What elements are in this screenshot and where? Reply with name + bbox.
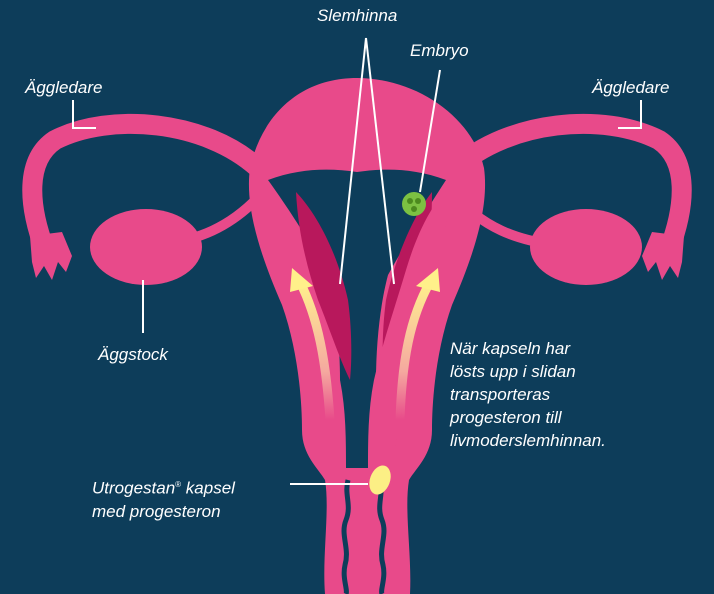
note-line: När kapseln har (450, 337, 606, 360)
note-line: transporteras (450, 383, 606, 406)
label-fallopian-tube-right: Äggledare (592, 77, 670, 99)
embryo-icon (402, 192, 426, 216)
label-capsule-word: kapsel (181, 479, 235, 498)
note-line: livmoderslemhinnan. (450, 429, 606, 452)
ovary-right (530, 209, 642, 285)
label-fallopian-tube-left: Äggledare (25, 77, 103, 99)
label-mucosa: Slemhinna (317, 5, 397, 27)
fimbria-right (642, 232, 684, 280)
label-capsule-brand: Utrogestan (92, 479, 175, 498)
fimbria-left (30, 232, 72, 280)
note-line: lösts upp i slidan (450, 360, 606, 383)
label-capsule-line-2: med progesteron (92, 500, 235, 523)
label-capsule-line-1: Utrogestan® kapsel (92, 473, 235, 500)
ovary-left (90, 209, 202, 285)
label-ovary: Äggstock (98, 344, 168, 366)
explanation-note: När kapseln har lösts upp i slidan trans… (450, 337, 606, 452)
note-line: progesteron till (450, 406, 606, 429)
label-embryo: Embryo (410, 40, 469, 62)
label-capsule: Utrogestan® kapsel med progesteron (92, 473, 235, 523)
